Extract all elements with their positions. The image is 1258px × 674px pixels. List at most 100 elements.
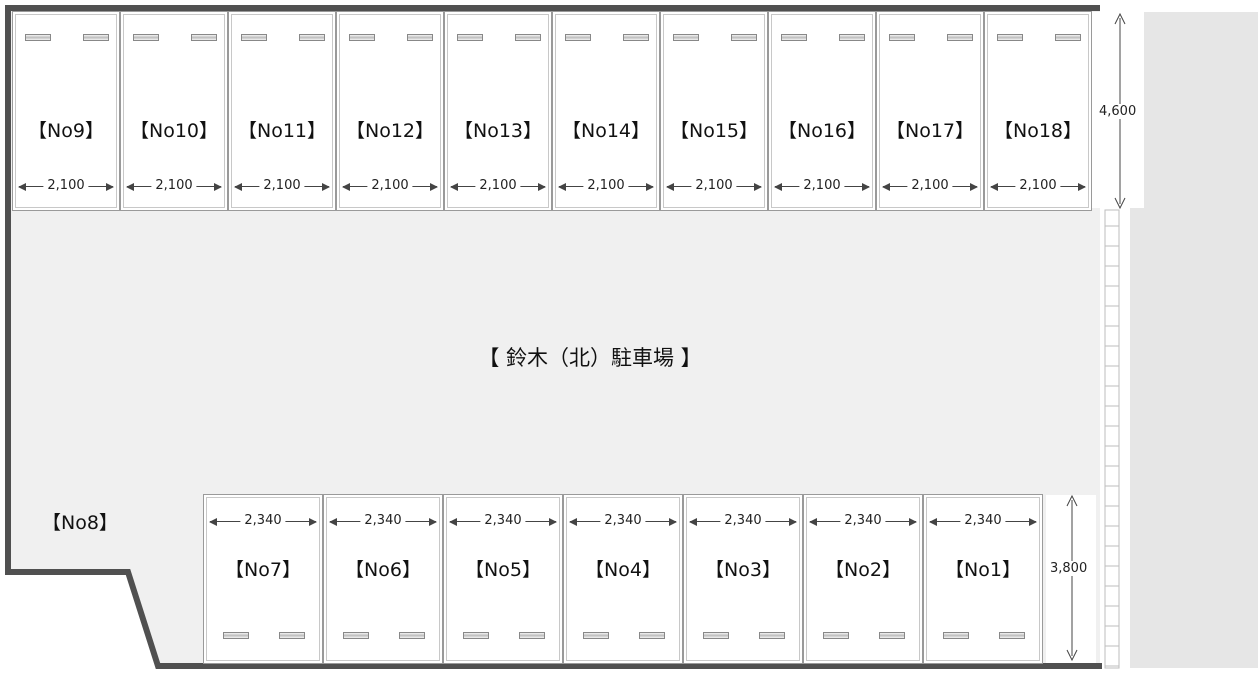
stall-inner-line xyxy=(771,14,873,208)
parking-stall: 【No2】 2,340 xyxy=(803,494,923,664)
stall-label: 【No7】 xyxy=(225,559,301,581)
wheel-stops xyxy=(444,632,562,640)
wheel-stop xyxy=(565,34,591,41)
wheel-stops xyxy=(985,34,1091,42)
width-dimension-text: 2,340 xyxy=(960,514,1006,528)
stall-label: 【No18】 xyxy=(993,120,1082,142)
stall-label: 【No4】 xyxy=(585,559,661,581)
width-dimension: 2,100 xyxy=(13,179,119,193)
width-dimension: 2,100 xyxy=(553,179,659,193)
parking-stall: 【No10】 2,100 xyxy=(120,11,228,211)
width-dimension: 2,340 xyxy=(924,514,1042,528)
stall-label: 【No10】 xyxy=(129,120,218,142)
stall-label: 【No1】 xyxy=(945,559,1021,581)
parking-stall: 【No18】 2,100 xyxy=(984,11,1092,211)
stall-inner-line xyxy=(663,14,765,208)
width-dimension-text: 2,340 xyxy=(240,514,286,528)
wheel-stop xyxy=(639,632,665,639)
width-dimension: 2,340 xyxy=(564,514,682,528)
wheel-stop xyxy=(999,632,1025,639)
parking-stall: 【No3】2,340 xyxy=(683,494,803,664)
width-dimension: 2,100 xyxy=(985,179,1091,193)
parking-stall: 【No11】 2,100 xyxy=(228,11,336,211)
walkway-stripes xyxy=(1105,225,1119,667)
parking-stall: 【No15】2,100 xyxy=(660,11,768,211)
parking-stall: 【No6】2,340 xyxy=(323,494,443,664)
top-depth-text: 4,600 xyxy=(1099,104,1137,119)
stall-label: 【No11】 xyxy=(237,120,326,142)
stall-label: 【No16】 xyxy=(777,120,866,142)
width-dimension: 2,100 xyxy=(121,179,227,193)
stall-label: 【No5】 xyxy=(465,559,541,581)
wheel-stop xyxy=(463,632,489,639)
width-dimension-text: 2,340 xyxy=(600,514,646,528)
width-dimension: 2,340 xyxy=(204,514,322,528)
wheel-stop xyxy=(943,632,969,639)
wheel-stop xyxy=(133,34,159,41)
wheel-stop xyxy=(879,632,905,639)
wheel-stop xyxy=(889,34,915,41)
wheel-stops xyxy=(684,632,802,640)
stall-inner-line xyxy=(926,497,1040,661)
parking-stall: 【No4】 2,340 xyxy=(563,494,683,664)
road-strip xyxy=(1130,12,1258,668)
parking-stall: 【No12】2,100 xyxy=(336,11,444,211)
wheel-stop xyxy=(759,632,785,639)
wheel-stop xyxy=(25,34,51,41)
width-dimension-text: 2,100 xyxy=(907,179,953,193)
walkway xyxy=(1104,209,1120,669)
stall-label: 【No17】 xyxy=(885,120,974,142)
wheel-stops xyxy=(804,632,922,640)
stall-inner-line xyxy=(555,14,657,208)
wheel-stop xyxy=(457,34,483,41)
parking-stall: 【No13】 2,100 xyxy=(444,11,552,211)
stall-inner-line xyxy=(326,497,440,661)
wheel-stop xyxy=(519,632,545,639)
wheel-stop xyxy=(279,632,305,639)
width-dimension-text: 2,100 xyxy=(691,179,737,193)
stall-inner-line xyxy=(15,14,117,208)
stall-inner-line xyxy=(339,14,441,208)
bottom-depth-text: 3,800 xyxy=(1050,561,1088,576)
wheel-stops xyxy=(564,632,682,640)
stall-inner-line xyxy=(566,497,680,661)
width-dimension-text: 2,100 xyxy=(799,179,845,193)
width-dimension-text: 2,100 xyxy=(475,179,521,193)
stall-inner-line xyxy=(446,497,560,661)
stall-label: 【No9】 xyxy=(28,120,104,142)
wheel-stop xyxy=(349,34,375,41)
stall-label: 【No14】 xyxy=(561,120,650,142)
stall-label: 【No13】 xyxy=(453,120,542,142)
wheel-stops xyxy=(553,34,659,42)
lot-title: 【 鈴木（北）駐車場 】 xyxy=(478,346,702,370)
stall-inner-line xyxy=(447,14,549,208)
width-dimension-text: 2,100 xyxy=(259,179,305,193)
width-dimension-text: 2,340 xyxy=(360,514,406,528)
wheel-stop xyxy=(997,34,1023,41)
parking-stall: 【No5】2,340 xyxy=(443,494,563,664)
parking-stall: 【No7】 2,340 xyxy=(203,494,323,664)
parking-stall: 【No17】 2,100 xyxy=(876,11,984,211)
stall-inner-line xyxy=(806,497,920,661)
outer-wall xyxy=(5,5,1102,669)
width-dimension: 2,340 xyxy=(324,514,442,528)
wheel-stops xyxy=(204,632,322,640)
stall-label-no8: 【No8】 xyxy=(42,512,118,534)
stall-label: 【No2】 xyxy=(825,559,901,581)
stall-label: 【No3】 xyxy=(705,559,781,581)
width-dimension: 2,100 xyxy=(337,179,443,193)
width-dimension: 2,100 xyxy=(769,179,875,193)
width-dimension-text: 2,340 xyxy=(840,514,886,528)
wheel-stops xyxy=(924,632,1042,640)
wheel-stops xyxy=(121,34,227,42)
wheel-stop xyxy=(781,34,807,41)
width-dimension-text: 2,100 xyxy=(367,179,413,193)
wheel-stops xyxy=(324,632,442,640)
bottom-dimension-area xyxy=(1046,495,1096,663)
stall-inner-line xyxy=(231,14,333,208)
wheel-stop xyxy=(947,34,973,41)
width-dimension: 2,100 xyxy=(445,179,551,193)
width-dimension-text: 2,100 xyxy=(1015,179,1061,193)
wheel-stop xyxy=(83,34,109,41)
